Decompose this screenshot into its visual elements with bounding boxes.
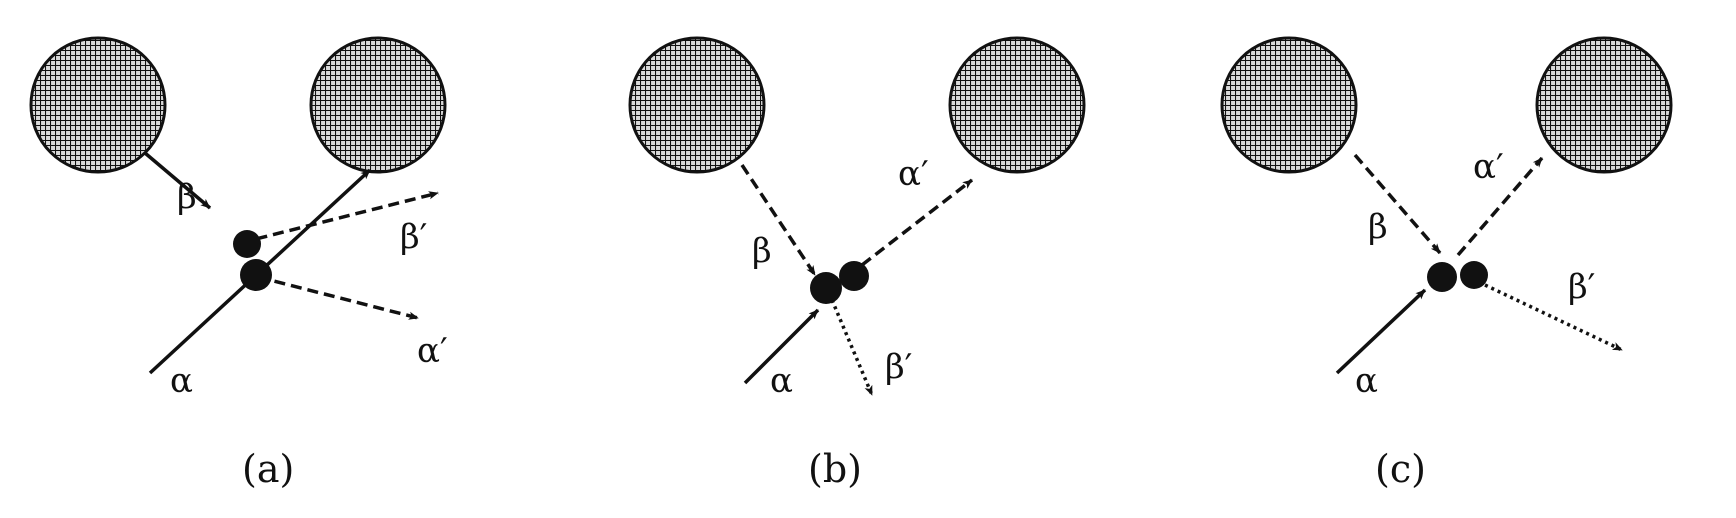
particle-beta — [1460, 261, 1488, 289]
particle-beta — [233, 230, 261, 258]
label-alpha: α — [1355, 361, 1378, 401]
caption-c: (c) — [1375, 447, 1426, 491]
nucleus-right — [948, 36, 1086, 174]
panel-b: β α′ α β′ (b) — [628, 36, 1086, 491]
beta-prime-outgoing-arrow — [1484, 283, 1623, 352]
beta-prime-outgoing-arrow — [239, 191, 439, 245]
beta-prime-outgoing-arrow — [830, 299, 874, 396]
alpha-incoming-arrow — [743, 308, 820, 385]
beta-incoming-arrow — [143, 151, 212, 210]
nucleus-right — [1535, 36, 1673, 174]
panel-c: β α′ β′ α (c) — [1220, 36, 1673, 491]
particle-alpha — [1427, 262, 1457, 292]
beta-incoming-arrow — [1353, 153, 1442, 255]
label-alpha: α — [170, 361, 193, 401]
label-beta: β — [752, 231, 772, 271]
panel-a: β β′ α′ α (a) — [29, 36, 448, 491]
alpha-prime-outgoing-arrow — [257, 275, 419, 320]
particle-beta — [839, 261, 869, 291]
particle-alpha — [810, 272, 842, 304]
label-beta-prime: β′ — [1568, 267, 1595, 307]
nucleus-left — [1220, 36, 1358, 174]
label-alpha-prime: α′ — [1473, 147, 1504, 187]
label-beta-prime: β′ — [885, 347, 912, 387]
label-beta: β — [1368, 207, 1388, 247]
label-beta-prime: β′ — [400, 217, 427, 257]
nucleus-left — [628, 36, 766, 174]
alpha-prime-outgoing-arrow — [1456, 156, 1544, 257]
caption-a: (a) — [242, 447, 294, 491]
label-alpha-prime: α′ — [898, 154, 929, 194]
label-alpha-prime: α′ — [417, 331, 448, 371]
alpha-incoming-arrow — [1335, 288, 1427, 375]
nucleus-right — [309, 36, 447, 174]
caption-b: (b) — [808, 447, 862, 491]
particle-alpha — [240, 259, 272, 291]
label-alpha: α — [770, 361, 793, 401]
label-beta: β — [177, 177, 197, 217]
alpha-prime-outgoing-arrow — [860, 178, 974, 267]
nucleus-left — [29, 36, 167, 174]
beta-incoming-arrow — [740, 164, 817, 276]
